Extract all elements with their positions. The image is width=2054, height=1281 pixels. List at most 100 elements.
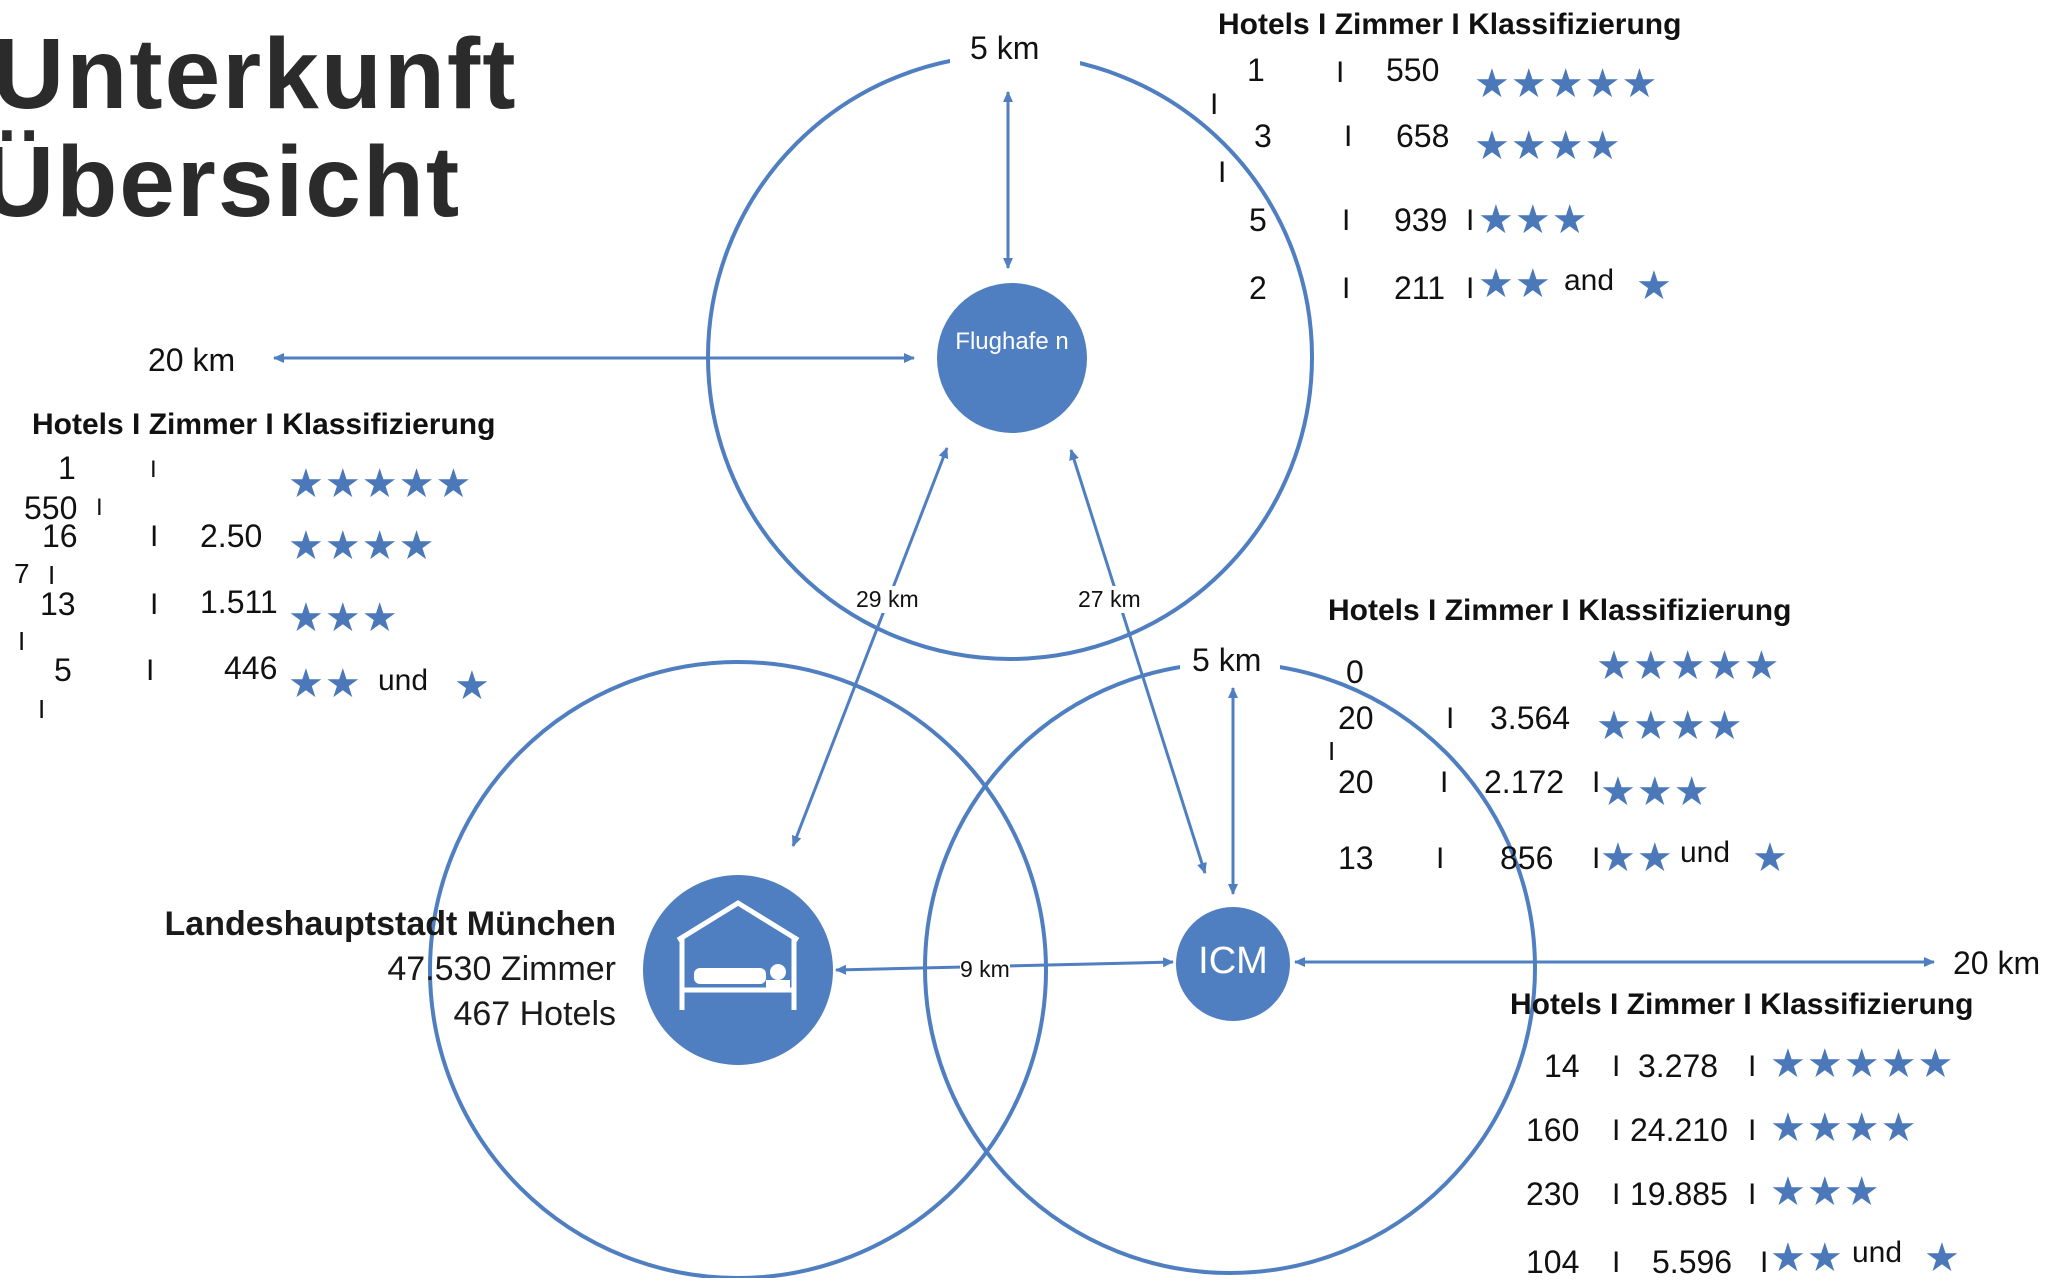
hotels-count: 1	[1247, 52, 1265, 88]
hotels-count: 5	[1249, 202, 1267, 238]
star-rating: ★★	[288, 662, 362, 706]
separator: I	[1612, 1114, 1621, 1147]
star-rating: ★★★★★	[1596, 644, 1781, 688]
city-name: Landeshauptstadt München	[164, 905, 616, 943]
star-rating: ★★★	[1770, 1170, 1881, 1214]
room-count: 550	[24, 490, 78, 526]
star-rating: ★★	[1600, 836, 1674, 880]
star-rating-extra: ★	[1636, 264, 1673, 308]
separator: I	[1592, 842, 1601, 875]
separator: I	[1760, 1246, 1769, 1279]
separator: I	[96, 494, 103, 521]
icm-airport-arrow	[1069, 449, 1207, 874]
room-count: 19.885	[1630, 1176, 1728, 1212]
star-rating: ★★★	[1478, 198, 1589, 242]
star-rating-extra: ★	[1752, 836, 1789, 880]
city-airport-arrow	[791, 447, 949, 847]
separator: I	[1436, 842, 1445, 875]
airport-hub-label: Flughafe n	[955, 328, 1069, 355]
separator: I	[38, 694, 46, 724]
airport-hub	[937, 283, 1087, 433]
hotels-count: 13	[40, 586, 76, 622]
and-label: und	[378, 664, 429, 697]
separator: I	[150, 588, 159, 621]
room-count: 550	[1386, 52, 1440, 88]
star-rating: ★★	[1478, 262, 1552, 306]
separator: I	[1446, 702, 1455, 735]
and-label: und	[1680, 836, 1731, 869]
separator: I	[1748, 1114, 1757, 1147]
hotels-count: 14	[1544, 1048, 1580, 1084]
table-header: Hotels I Zimmer I Klassifizierung	[1218, 8, 1682, 41]
separator: I	[1612, 1050, 1621, 1083]
city-icm-distance: 9 km	[960, 956, 1010, 983]
separator: I	[1592, 766, 1601, 799]
icm-5km-label: 5 km	[1192, 642, 1262, 678]
separator: I	[1748, 1178, 1757, 1211]
separator: I	[1342, 272, 1351, 305]
table-header: Hotels I Zimmer I Klassifizierung	[1510, 988, 1974, 1021]
hotels-count: 20	[1338, 764, 1374, 800]
room-count: 211	[1394, 270, 1446, 306]
star-rating-extra: ★	[1924, 1236, 1961, 1280]
and-label: and	[1564, 264, 1615, 297]
hotels-count: 20	[1338, 700, 1374, 736]
airport-5km-label: 5 km	[970, 30, 1040, 66]
separator: I	[146, 654, 155, 687]
separator: I	[1218, 156, 1227, 189]
hotel-bed-icon	[676, 900, 800, 1010]
star-rating: ★★★★	[1770, 1106, 1918, 1150]
star-rating: ★★★★	[288, 524, 436, 568]
hotels-count: 160	[1526, 1112, 1580, 1148]
airport-20km-label: 20 km	[148, 342, 236, 378]
hotels-count: 0	[1346, 654, 1364, 690]
separator: I	[1748, 1050, 1757, 1083]
room-count: 939	[1394, 202, 1448, 238]
star-rating: ★★★★★	[1770, 1042, 1955, 1086]
star-rating: ★★★	[1600, 770, 1711, 814]
room-count: 446	[224, 650, 278, 686]
page-title-line2: Übersicht	[0, 126, 462, 238]
star-rating: ★★	[1770, 1236, 1844, 1280]
star-rating: ★★★★	[1596, 704, 1744, 748]
separator: I	[1344, 120, 1353, 153]
separator: I	[18, 626, 26, 656]
separator: I	[1466, 272, 1475, 305]
icm-hub-label: ICM	[1198, 940, 1268, 982]
separator: I	[1440, 766, 1449, 799]
city-hotels: 467 Hotels	[453, 995, 616, 1033]
city-rooms: 47.530 Zimmer	[387, 950, 616, 988]
room-count: 1.511	[200, 584, 278, 620]
city-airport-distance: 29 km	[856, 586, 919, 613]
star-rating: ★★★	[288, 596, 399, 640]
star-rating-extra: ★	[454, 664, 491, 708]
room-count: 2.50	[200, 518, 263, 554]
separator: I	[1328, 736, 1336, 766]
separator: I	[150, 520, 159, 553]
table-header: Hotels I Zimmer I Klassifizierung	[1328, 594, 1792, 627]
room-count: 3.278	[1638, 1048, 1719, 1084]
separator: I	[1336, 56, 1345, 89]
star-rating: ★★★★★	[288, 462, 473, 506]
room-count: 2.172	[1484, 764, 1565, 800]
hotels-count: 5	[54, 652, 72, 688]
room-count: 3.564	[1490, 700, 1571, 736]
room-count: 24.210	[1630, 1112, 1728, 1148]
separator: I	[1612, 1246, 1621, 1279]
icm-hub	[1176, 907, 1290, 1021]
hotels-count: 13	[1338, 840, 1374, 876]
icm-20km-label: 20 km	[1953, 945, 2041, 981]
room-count: 856	[1500, 840, 1554, 876]
separator: I	[48, 560, 56, 590]
hotels-count: 1	[58, 450, 76, 486]
room-count-tail: 7	[14, 558, 30, 589]
hotels-count: 104	[1526, 1244, 1580, 1280]
hotels-count: 2	[1249, 270, 1267, 306]
table-header: Hotels I Zimmer I Klassifizierung	[32, 408, 496, 441]
hotels-count: 16	[42, 518, 78, 554]
separator: I	[1466, 204, 1475, 237]
hotels-count: 230	[1526, 1176, 1580, 1212]
separator: I	[1612, 1178, 1621, 1211]
room-count: 658	[1396, 118, 1450, 154]
